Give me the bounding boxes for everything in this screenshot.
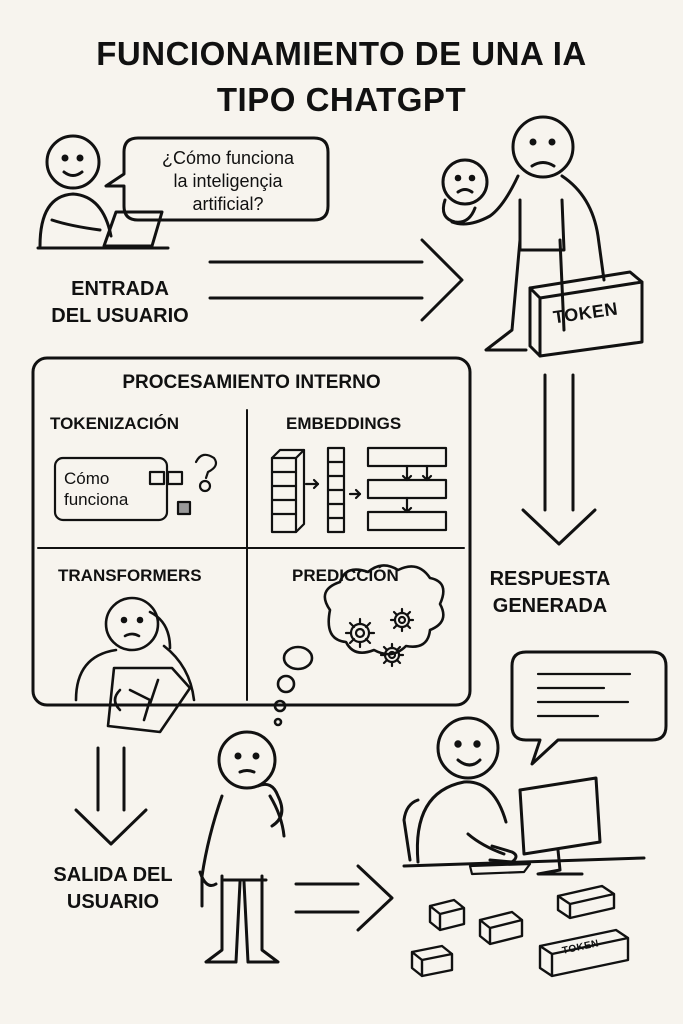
token-block-icon xyxy=(410,884,630,978)
arrow-right-icon xyxy=(208,238,464,322)
question-speech-bubble xyxy=(104,136,330,222)
computer-icon xyxy=(468,776,602,876)
processing-panel xyxy=(31,356,472,707)
page-title: TIPO CHATGPT xyxy=(216,81,467,118)
arrow-right-icon xyxy=(294,864,394,932)
prediction-label: PREDICCIÓN xyxy=(292,566,399,585)
output-label-line: SALIDA DEL xyxy=(53,864,173,886)
tokenization-graphic xyxy=(53,453,218,522)
thought-bubble-icon xyxy=(273,564,445,727)
question-line: ¿Cómo funciona xyxy=(161,148,295,168)
embeddings-label: EMBEDDINGS xyxy=(286,414,402,433)
response-label-line: GENERADA xyxy=(492,595,608,617)
arrow-down-icon xyxy=(74,746,148,846)
processing-title: PROCESAMIENTO INTERNO xyxy=(122,372,381,393)
token-example-line: funciona xyxy=(64,490,129,509)
input-label-line: ENTRADA xyxy=(71,278,169,300)
user-at-laptop-figure xyxy=(36,134,170,250)
transformers-figure xyxy=(74,596,196,734)
token-block-icon xyxy=(528,270,644,358)
token-example-text: Cómo funciona xyxy=(64,468,128,510)
arrow-down-icon xyxy=(521,373,597,546)
question-line: artificial? xyxy=(192,194,264,214)
thinking-figure xyxy=(198,730,286,964)
output-label: SALIDA DEL USUARIO xyxy=(28,862,198,916)
person-at-computer-figure xyxy=(402,716,646,868)
response-label: RESPUESTA GENERADA xyxy=(480,566,620,620)
user-question-text: ¿Cómo funciona la inteligençia artificia… xyxy=(140,147,316,216)
page-title: FUNCIONAMIENTO DE UNA IA xyxy=(96,35,587,72)
response-speech-bubble xyxy=(510,650,668,766)
token-example-line: Cómo xyxy=(64,469,110,488)
input-label-line: DEL USUARIO xyxy=(51,305,189,327)
input-label: ENTRADA DEL USUARIO xyxy=(30,276,210,330)
tokenization-label: TOKENIZACIÓN xyxy=(50,414,180,433)
embeddings-graphic xyxy=(270,446,448,534)
transformers-label: TRANSFORMERS xyxy=(58,566,202,585)
output-label-line: USUARIO xyxy=(66,891,160,913)
figure-with-token-box xyxy=(441,115,606,352)
response-label-line: RESPUESTA xyxy=(489,568,611,590)
question-line: la inteligençia xyxy=(173,171,283,191)
gear-icon xyxy=(344,607,415,668)
